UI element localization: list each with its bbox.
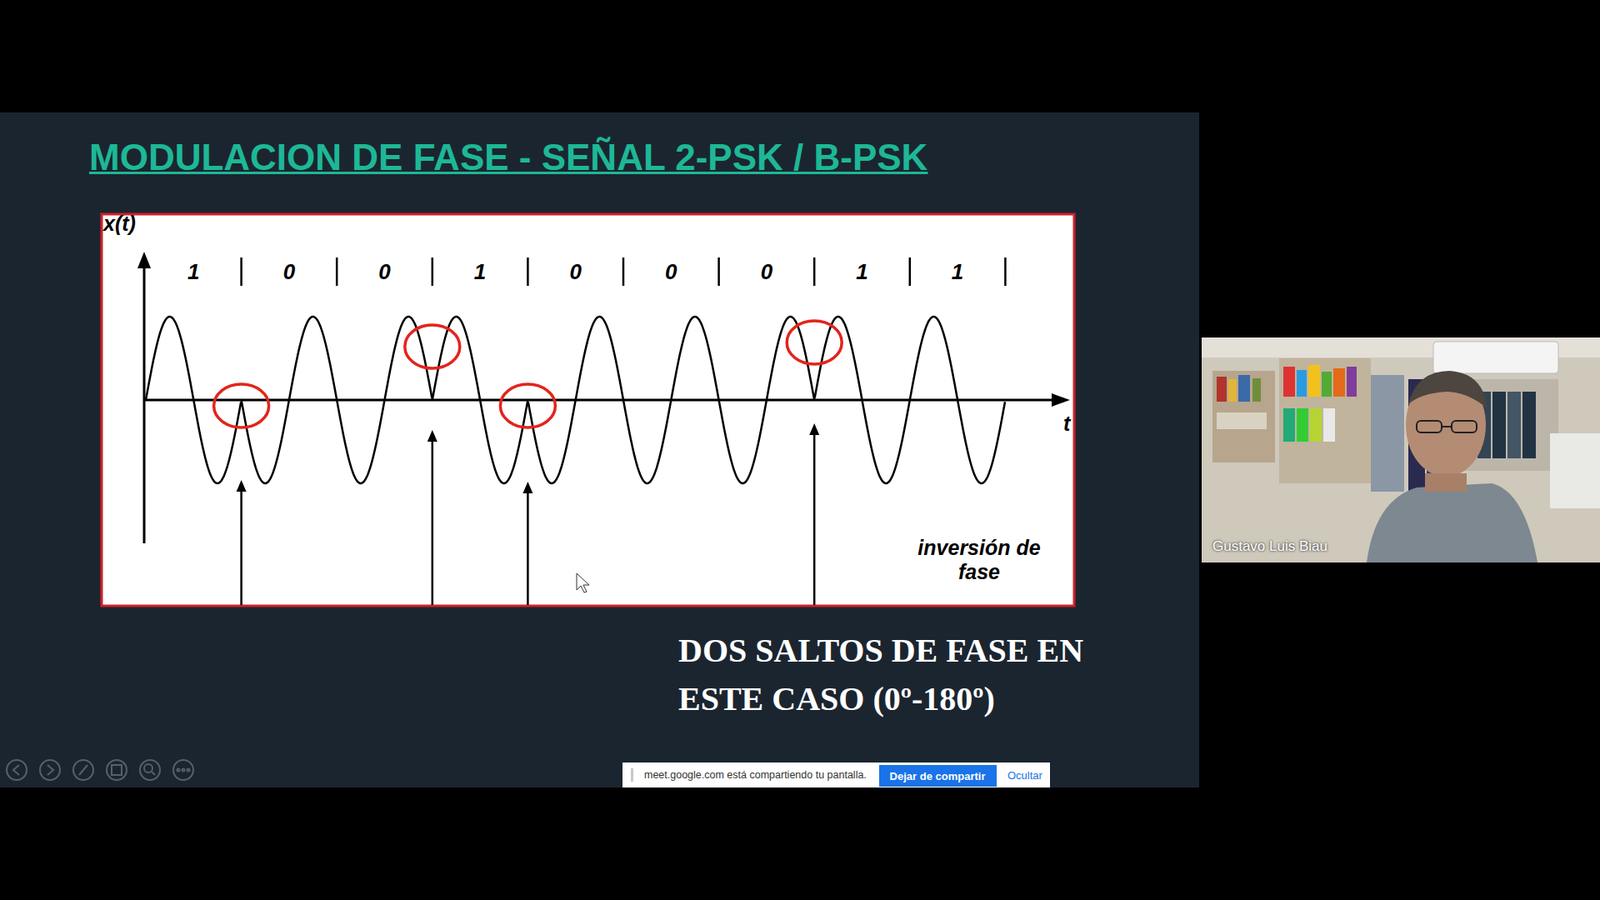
bit-value: 0 (378, 259, 390, 285)
participant-name: Gustavo Luis Biau (1212, 538, 1328, 555)
slide-title: MODULACION DE FASE - SEÑAL 2-PSK / B-PSK (89, 136, 928, 179)
share-notice: meet.google.com está compartiendo tu pan… (644, 768, 867, 782)
inversion-arrowhead (522, 481, 533, 494)
inversion-arrowhead (427, 430, 438, 442)
inversion-arrow (240, 490, 243, 605)
t-axis (144, 399, 1055, 402)
inversion-circle (500, 384, 555, 428)
mouse-cursor (576, 573, 590, 593)
bit-value: 1 (474, 259, 486, 285)
y-axis-head (137, 251, 151, 269)
share-bar (622, 762, 1050, 788)
axis-label: x(t) (103, 211, 136, 236)
axis-label: t (1063, 411, 1070, 436)
stop-button (879, 765, 997, 787)
hide-link: Ocultar (1007, 769, 1043, 782)
slide-caption: DOS SALTOS DE FASE EN ESTE CASO (0º-180º… (678, 626, 1145, 724)
t-axis-head (1051, 393, 1070, 407)
plot-frame (101, 214, 1075, 606)
inversion-arrowhead (809, 423, 820, 435)
stop-sharing-button: Dejar de compartir (890, 770, 986, 783)
inversion-circle (786, 320, 842, 365)
inversion-arrow (526, 491, 530, 605)
bit-tick (1004, 257, 1007, 286)
slide-background (0, 112, 1200, 788)
bit-value: 1 (187, 259, 200, 285)
bit-tick (526, 257, 530, 286)
bpsk-plot (137, 251, 1070, 605)
bit-value: 0 (665, 259, 677, 285)
bit-tick (240, 257, 243, 286)
bit-value: 0 (760, 259, 773, 285)
bit-tick (813, 257, 816, 286)
bit-tick (335, 257, 339, 286)
inversion-circle (405, 325, 460, 369)
bit-tick (622, 257, 625, 286)
inversion-arrowhead (236, 480, 247, 492)
bit-value: 0 (569, 259, 581, 285)
bit-tick (909, 257, 912, 286)
inversion-arrow (813, 433, 816, 605)
video-tile (1201, 337, 1600, 563)
drag-handle (630, 768, 634, 782)
bit-tick (717, 257, 720, 286)
bit-tick (431, 257, 435, 286)
inversion-circle (214, 384, 270, 428)
bit-value: 1 (951, 259, 964, 285)
slide-controls (6, 760, 194, 780)
bpsk-waveform (145, 316, 1005, 484)
bit-value: 1 (855, 259, 868, 285)
y-axis (143, 265, 146, 544)
inversion-arrow (431, 440, 435, 605)
bit-value: 0 (283, 259, 295, 285)
note-text: inversión de fase (916, 535, 1042, 585)
